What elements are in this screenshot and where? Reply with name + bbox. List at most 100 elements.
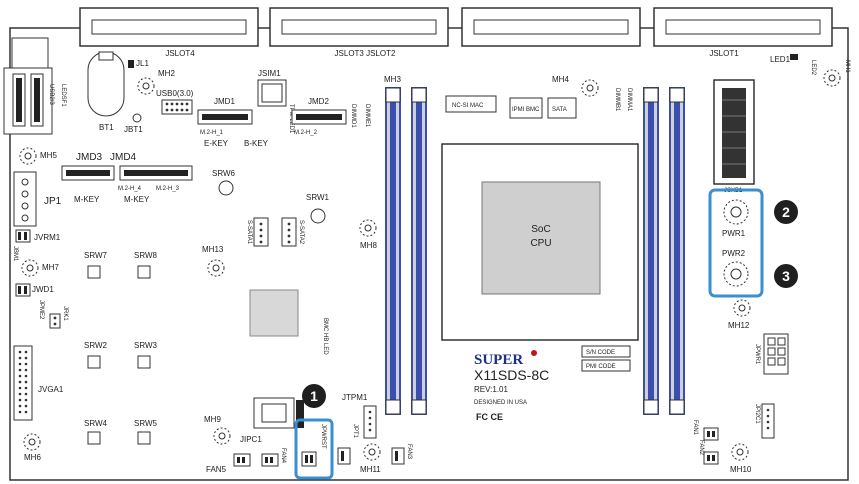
- ncsi-label: NC-SI MAC: [452, 103, 484, 109]
- sn-code-box: [581, 345, 631, 358]
- jvrm1-label: JVRM1: [34, 233, 61, 242]
- mh12-label: MH12: [728, 321, 750, 330]
- dimmd1-label: DIMMD1: [350, 104, 356, 128]
- jp1-label: JP1: [44, 196, 62, 207]
- component-near-jipc1: [253, 397, 304, 429]
- mh5-label: MH5: [40, 151, 57, 160]
- jslot1-label: JSLOT1: [709, 49, 739, 58]
- ssata2-label: S-SATA2: [298, 220, 304, 245]
- designed-in-usa: DESIGNED IN USA: [474, 400, 527, 406]
- board-model: X11SDS-8C: [474, 367, 549, 383]
- jl1-jumper: [128, 60, 134, 68]
- chip-a-label: IPMI BMC: [512, 107, 540, 113]
- tpm-led-label: TPM LED1: [288, 104, 294, 134]
- brand-dot: [531, 350, 537, 356]
- board-outline: [9, 27, 849, 481]
- callout-badge-3: 3: [774, 264, 798, 288]
- jmd3-label: JMD3: [76, 152, 103, 163]
- standoff-srw5: SRW5: [134, 419, 158, 445]
- fan-header-fan5: FAN5: [206, 453, 251, 474]
- dimm-slot-e1: [411, 87, 427, 415]
- dimme1-label: DIMME1: [364, 104, 370, 128]
- standoff-srw6: SRW6: [212, 169, 236, 196]
- pwr2-label: PWR2: [722, 249, 746, 258]
- jslot3-jslot2-label: JSLOT3 JSLOT2: [335, 49, 396, 58]
- fan2-label: FAN2: [698, 440, 704, 456]
- brand-logo: SUPER: [474, 352, 523, 368]
- fan3-label: FAN3: [406, 444, 412, 460]
- mh10-label: MH10: [730, 465, 752, 474]
- mh6-label: MH6: [24, 453, 41, 462]
- dimm-slot-d1: [385, 87, 401, 415]
- header-jpi2c1: JPI2C1: [754, 403, 775, 439]
- srw2-label: SRW2: [84, 341, 108, 350]
- jumper-jpt1: JPT1: [337, 424, 358, 465]
- power-connector-jpwr1: JPWR1: [754, 333, 789, 375]
- m2h1-label: M.2-H_1: [200, 130, 224, 136]
- standoff-srw1: SRW1: [306, 193, 330, 224]
- ssata1-label: S-SATA1: [246, 220, 252, 245]
- callout-number-1: 1: [310, 388, 318, 404]
- srw3-label: SRW3: [134, 341, 158, 350]
- mounting-hole-mh4: MH4: [552, 75, 599, 97]
- mounting-hole-mh13: MH13: [202, 245, 225, 277]
- pcie-slot-jslot2: [461, 7, 641, 47]
- mounting-hole-mh5: MH5: [19, 147, 57, 165]
- jbt1-pad: [132, 113, 142, 123]
- jpme2-label: JPME2: [38, 300, 44, 320]
- srw8-label: SRW8: [134, 251, 158, 260]
- pcie-slot-jslot1: JSLOT1: [653, 7, 833, 58]
- cpu-label-cpu: CPU: [530, 238, 551, 249]
- callout-box-2-3: [708, 188, 764, 298]
- led2-label: LED2: [810, 60, 816, 76]
- mh3-label: MH3: [384, 75, 401, 84]
- sim-socket-jsim1: JSIM1: [257, 69, 287, 107]
- led1-component: [790, 54, 798, 60]
- vga-header-jvga1: JVGA1: [13, 345, 64, 421]
- bt1-label: BT1: [99, 123, 114, 132]
- mounting-hole-mh12: MH12: [728, 299, 751, 330]
- sata-connector-ssata2: S-SATA2: [281, 217, 304, 247]
- mounting-hole-mh11: MH11: [360, 443, 381, 474]
- jvga1-label: JVGA1: [38, 385, 64, 394]
- mh11-label: MH11: [360, 465, 381, 474]
- jsim1-label: JSIM1: [258, 69, 281, 78]
- jpwrst-label: JPWRST: [320, 424, 326, 449]
- mounting-hole-mh1: MH1: [823, 60, 850, 87]
- fan-header-fan4: FAN4: [261, 448, 286, 467]
- jwd1-label: JWD1: [32, 285, 54, 294]
- fan4-label: FAN4: [280, 448, 286, 464]
- jslot4-label: JSLOT4: [165, 49, 195, 58]
- jipc1-label: JIPC1: [240, 435, 262, 444]
- mounting-hole-mh7: MH7: [21, 259, 59, 277]
- battery-bt1: BT1: [87, 51, 125, 132]
- dimm-slot-a1: [669, 87, 685, 415]
- m2h3-label: M.2-H_3: [156, 186, 180, 192]
- jl1-label: JL1: [136, 59, 149, 68]
- cpu-label-soc: SoC: [531, 224, 550, 235]
- brand-block: SUPER X11SDS-8C REV:1.01 DESIGNED IN USA…: [474, 350, 549, 422]
- pmi-code-box: [581, 359, 631, 372]
- fan1-label: FAN1: [692, 420, 698, 436]
- usb-connector-stack: USB2/3 LEDSF1: [3, 37, 66, 135]
- small-chip-b: [547, 97, 577, 119]
- dimm-slot-b1: [643, 87, 659, 415]
- callout-badge-1: 1: [302, 384, 326, 408]
- jmd1-label: JMD1: [214, 97, 235, 106]
- srw7-label: SRW7: [84, 251, 108, 260]
- tpm-chip: [249, 289, 299, 337]
- mkey-label-2: M-KEY: [124, 195, 150, 204]
- chip-b-label: SATA: [552, 107, 567, 113]
- usb0-label: USB0(3.0): [156, 89, 194, 98]
- mh9-label: MH9: [204, 415, 221, 424]
- power-connector-jp1: JP1: [13, 171, 62, 227]
- mh7-label: MH7: [42, 263, 59, 272]
- m2-slot-jmd3: [61, 165, 115, 181]
- srw5-label: SRW5: [134, 419, 158, 428]
- fan-header-fan2: FAN2: [698, 440, 719, 465]
- jpi2c1-label: JPI2C1: [754, 404, 760, 424]
- usb0-header: USB0(3.0): [156, 89, 194, 115]
- sn-code-label: S/N CODE: [586, 350, 615, 356]
- srw1-label: SRW1: [306, 193, 330, 202]
